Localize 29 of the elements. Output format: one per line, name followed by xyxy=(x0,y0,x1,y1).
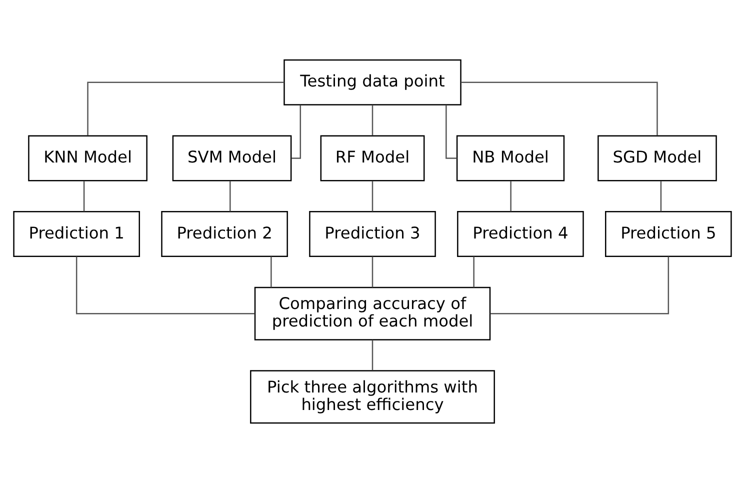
node-box: Pick three algorithms with highest efficiency xyxy=(250,370,495,424)
connector xyxy=(461,82,658,136)
connector xyxy=(76,256,255,314)
connector xyxy=(510,180,512,212)
node-box: Prediction 1 xyxy=(13,211,140,258)
node-box: Prediction 4 xyxy=(457,211,584,258)
connector xyxy=(87,82,284,136)
connector xyxy=(230,180,231,212)
connector xyxy=(473,256,474,288)
connector xyxy=(83,180,85,212)
connector xyxy=(372,340,374,370)
connector xyxy=(372,180,374,212)
node-box: SGD Model xyxy=(598,135,717,182)
connector xyxy=(660,180,662,212)
node-box: Testing data point xyxy=(284,59,462,106)
node-box: NB Model xyxy=(456,135,565,182)
node-box: Prediction 2 xyxy=(161,211,288,258)
node-box: Prediction 5 xyxy=(605,211,732,258)
connector xyxy=(490,256,670,314)
node-box: RF Model xyxy=(320,135,425,182)
node-box: Comparing accuracy of prediction of each model xyxy=(254,286,491,340)
connector xyxy=(270,256,272,288)
node-box: Prediction 3 xyxy=(309,211,436,258)
node-box: SVM Model xyxy=(172,135,292,182)
connector xyxy=(372,105,374,136)
connector xyxy=(446,105,457,159)
connector xyxy=(372,256,374,288)
connector xyxy=(291,105,301,159)
node-box: KNN Model xyxy=(28,135,148,182)
